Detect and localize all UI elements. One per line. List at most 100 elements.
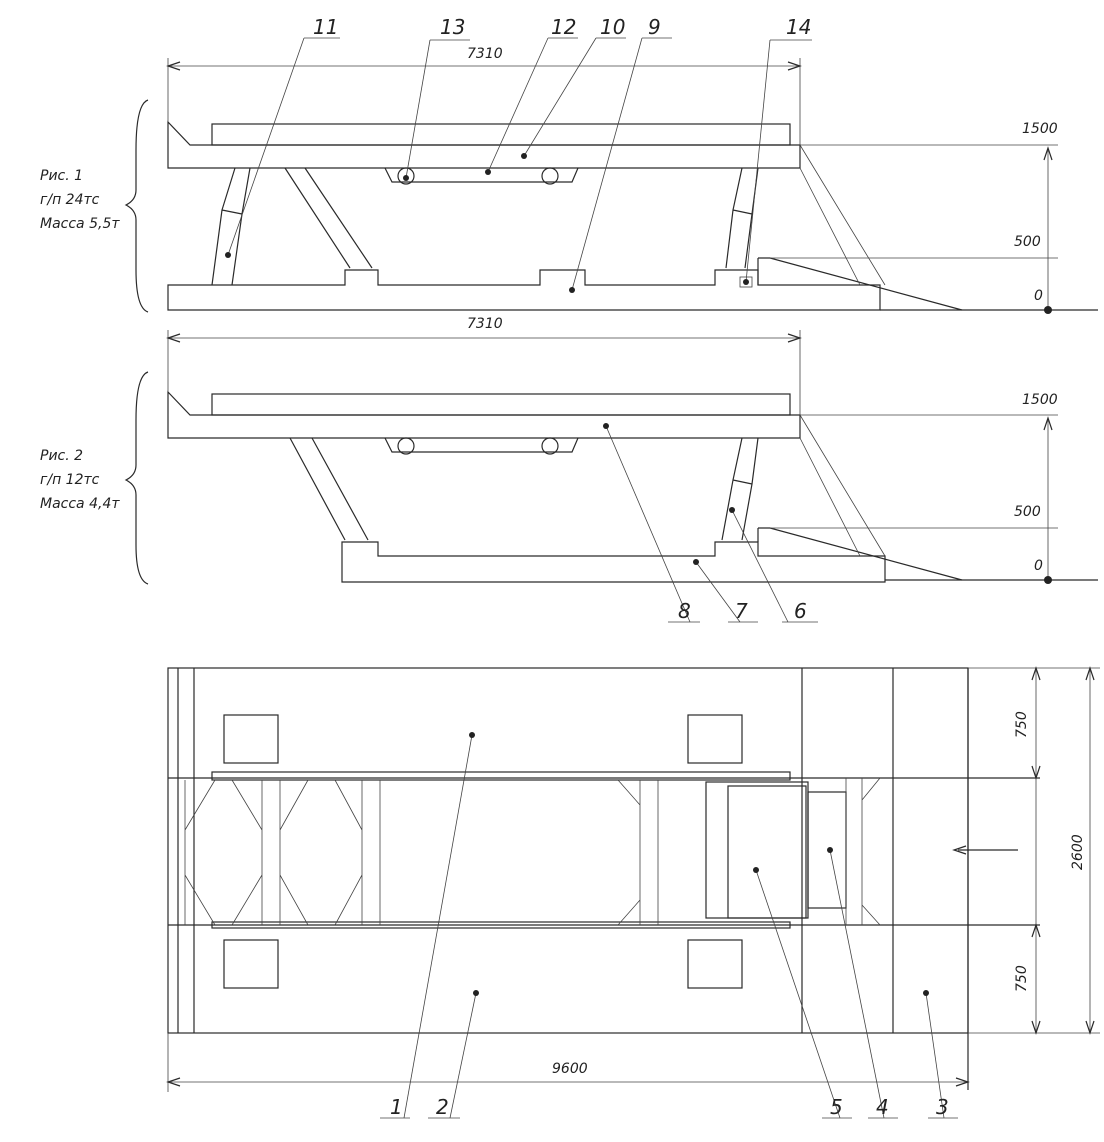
callout-10: 10 [600, 15, 625, 39]
fig1-level-arrow-top [1043, 146, 1053, 161]
callout-3-leader [925, 992, 945, 1119]
fig2-top-rail [211, 393, 791, 416]
callout-10-dot [521, 153, 527, 159]
plan-pad-bottom-right [687, 939, 743, 989]
fig1-roller-right [541, 167, 559, 185]
plan-centre-beam-bottom [211, 921, 791, 929]
callout-3: 3 [936, 1095, 949, 1119]
callout-4-leader [829, 849, 885, 1119]
callout-13-dot [403, 175, 409, 181]
fig1-pivot-box [739, 276, 753, 288]
callout-4: 4 [876, 1095, 889, 1119]
figure-2: 1500 500 0 7310 Рис. 2 г/п 12тс Масса 4,… [40, 316, 1098, 585]
plan-pad-bottom-left [223, 939, 279, 989]
plan-bay-left [184, 779, 381, 926]
callouts: 11 13 12 10 9 14 8 7 6 [225, 15, 958, 1119]
fig2-brace [124, 371, 149, 585]
plan-view: 2600 750 750 9600 [166, 666, 1100, 1092]
fig1-caption-3: Масса 5,5т [40, 216, 120, 232]
fig2-scissor-arm [289, 437, 369, 541]
callout-7-dot [693, 559, 699, 565]
callout-8: 8 [678, 599, 691, 623]
fig2-cylinder [721, 437, 759, 541]
fig1-top-platform [167, 120, 801, 169]
plan-hatch-posts [845, 777, 881, 926]
fig1-base [167, 269, 881, 311]
fig2-level-0: 0 [1034, 558, 1043, 574]
fig1-length-arrows [166, 61, 802, 71]
total-length-label: 9600 [552, 1061, 588, 1077]
fig1-length-label: 7310 [467, 46, 503, 62]
callout-8-dot [603, 423, 609, 429]
fig2-length-arrows [166, 333, 802, 343]
callout-14-leader [745, 39, 771, 283]
callout-12: 12 [551, 15, 576, 39]
fig1-cylinder-left [211, 167, 251, 286]
fig2-roller-left [397, 437, 415, 455]
fig2-level-500: 500 [1014, 504, 1041, 520]
fig2-ramp [757, 527, 963, 581]
plan-centre-beam [211, 771, 791, 781]
fig1-ground-mark [1044, 306, 1052, 314]
fig1-ramp-support [799, 144, 886, 286]
fig2-ground-mark [1044, 576, 1052, 584]
callout-14: 14 [786, 15, 811, 39]
callout-13-leader [405, 39, 431, 179]
callout-9-dot [569, 287, 575, 293]
callout-2: 2 [436, 1095, 449, 1119]
plan-pad-top-right [687, 714, 743, 764]
callout-2-dot [473, 990, 479, 996]
fig1-level-1500: 1500 [1022, 121, 1058, 137]
length-dim-arrows [166, 1077, 970, 1087]
side-width-bottom-label: 750 [1014, 965, 1030, 992]
callout-12-leader [487, 37, 549, 173]
plan-bay-right [617, 779, 659, 926]
plan-hatch-inner [727, 785, 807, 919]
callout-11-leader [227, 37, 305, 256]
fig2-level-1500: 1500 [1022, 392, 1058, 408]
fig1-level-0: 0 [1034, 288, 1043, 304]
callout-1-leader [403, 734, 473, 1119]
callout-7-leader [695, 561, 741, 623]
figure-1: 1500 500 0 7310 Рис. 1 г/п 24тс Масса 5,… [40, 46, 1098, 314]
fig2-level-arrow-top [1043, 416, 1053, 431]
callout-5: 5 [830, 1095, 843, 1119]
callout-1: 1 [390, 1095, 403, 1119]
fig1-cylinder-right [725, 167, 759, 269]
fig1-roller-left [397, 167, 415, 185]
callout-1-dot [469, 732, 475, 738]
fig1-level-500: 500 [1014, 234, 1041, 250]
callout-5-leader [755, 869, 841, 1119]
callout-12-dot [485, 169, 491, 175]
callout-2-leader [449, 992, 477, 1119]
plan-outline [167, 667, 969, 1034]
callout-13: 13 [440, 15, 465, 39]
callout-9: 9 [648, 15, 661, 39]
fig1-brace [124, 99, 149, 313]
fig2-caption-1: Рис. 2 [40, 448, 83, 464]
fig1-ramp [757, 257, 963, 311]
fig2-carriage [384, 437, 579, 453]
callout-7: 7 [735, 599, 748, 623]
callout-11-dot [225, 252, 231, 258]
callout-11: 11 [313, 15, 338, 39]
callout-3-dot [923, 990, 929, 996]
callout-14-dot [743, 279, 749, 285]
width-dim-arrows [1085, 666, 1095, 1035]
callout-6-dot [729, 507, 735, 513]
fig2-base [341, 541, 886, 583]
side-width-top-label: 750 [1014, 711, 1030, 738]
fig1-caption-1: Рис. 1 [40, 168, 83, 184]
fig1-caption-2: г/п 24тс [40, 192, 100, 208]
side-dim-arrows [1031, 666, 1041, 1035]
total-width-label: 2600 [1070, 834, 1086, 870]
plan-hatch-frame [705, 781, 809, 919]
fig2-caption-3: Масса 4,4т [40, 496, 120, 512]
callout-6: 6 [794, 599, 807, 623]
callout-8-leader [605, 425, 691, 623]
entry-arrow-icon [952, 845, 967, 855]
fig1-carriage [384, 167, 579, 183]
fig1-scissor-arm [284, 167, 373, 269]
fig2-roller-right [541, 437, 559, 455]
